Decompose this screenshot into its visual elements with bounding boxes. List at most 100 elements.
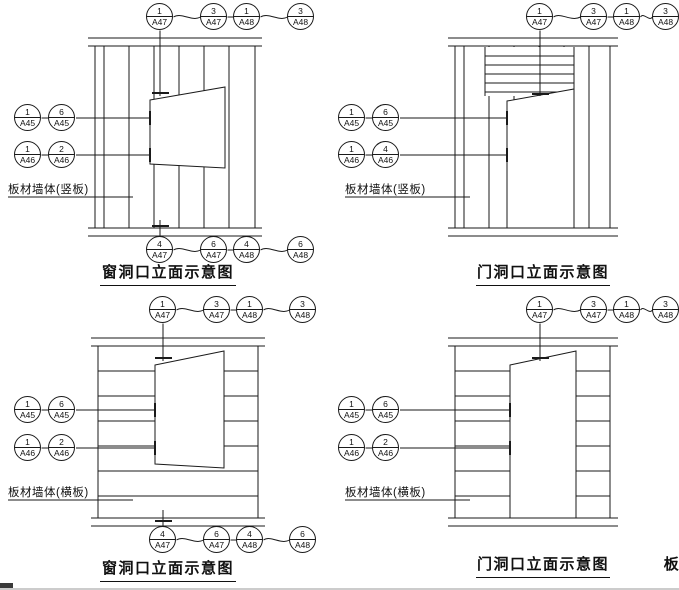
callout-detail-number: 1 [247, 298, 252, 309]
callout-detail-number: 6 [383, 398, 388, 409]
callout-sheet-number: A47 [147, 16, 172, 29]
callout-detail-number: 2 [59, 143, 64, 154]
callout-sheet-number: A47 [204, 539, 229, 552]
callout-detail-number: 6 [298, 238, 303, 249]
callout-sheet-number: A47 [150, 309, 175, 322]
callout-detail-number: 3 [211, 5, 216, 16]
callout-detail-number: 6 [383, 106, 388, 117]
callout-sheet-number: A47 [147, 249, 172, 262]
callout-sheet-number: A48 [237, 309, 262, 322]
callout-detail-number: 1 [25, 436, 30, 447]
callout-sheet-number: A45 [49, 409, 74, 422]
window-elevation-horizontal-panel-linework [8, 308, 290, 542]
callout-detail-number: 3 [214, 298, 219, 309]
callout-detail-number: 1 [349, 436, 354, 447]
diagram-title: 窗洞口立面示意图 [100, 261, 236, 286]
callout-sheet-number: A45 [373, 409, 398, 422]
callout-sheet-number: A48 [614, 16, 639, 29]
diagram-title: 窗洞口立面示意图 [100, 557, 236, 582]
callout-detail-number: 4 [247, 528, 252, 539]
callout-sheet-number: A47 [527, 309, 552, 322]
callout-detail-number: 1 [624, 5, 629, 16]
callout-detail-number: 6 [59, 106, 64, 117]
door-elevation-horizontal-panel-linework [345, 308, 653, 527]
callout-detail-number: 6 [300, 528, 305, 539]
callout-sheet-number: A45 [373, 117, 398, 130]
callout-sheet-number: A47 [201, 16, 226, 29]
callout-sheet-number: A45 [15, 409, 40, 422]
callout-detail-number: 3 [298, 5, 303, 16]
callout-detail-number: 4 [157, 238, 162, 249]
callout-detail-number: 1 [624, 298, 629, 309]
callout-detail-number: 1 [25, 143, 30, 154]
callout-detail-number: 6 [59, 398, 64, 409]
wall-type-label: 板材墙体(竖板) [345, 184, 426, 196]
diagram-title: 门洞口立面示意图 [476, 261, 610, 286]
door-elevation-vertical-panel-linework [345, 15, 653, 237]
callout-sheet-number: A47 [204, 309, 229, 322]
callout-detail-number: 4 [160, 528, 165, 539]
callout-sheet-number: A46 [339, 154, 364, 167]
callout-sheet-number: A46 [15, 447, 40, 460]
callout-sheet-number: A48 [234, 16, 259, 29]
callout-detail-number: 1 [160, 298, 165, 309]
callout-sheet-number: A48 [290, 539, 315, 552]
callout-sheet-number: A47 [150, 539, 175, 552]
callout-detail-number: 1 [25, 398, 30, 409]
callout-sheet-number: A46 [373, 447, 398, 460]
callout-detail-number: 1 [349, 106, 354, 117]
callout-sheet-number: A48 [653, 309, 678, 322]
callout-sheet-number: A48 [290, 309, 315, 322]
callout-sheet-number: A47 [527, 16, 552, 29]
callout-sheet-number: A46 [15, 154, 40, 167]
partial-title: 板 [663, 556, 679, 573]
callout-detail-number: 3 [663, 298, 668, 309]
callout-detail-number: 1 [349, 143, 354, 154]
callout-detail-number: 3 [663, 5, 668, 16]
diagram-title: 门洞口立面示意图 [476, 553, 610, 578]
callout-detail-number: 4 [383, 143, 388, 154]
wall-type-label: 板材墙体(横板) [345, 487, 426, 499]
callout-detail-number: 1 [537, 298, 542, 309]
window-elevation-vertical-panel-linework [8, 15, 288, 252]
callout-detail-number: 2 [383, 436, 388, 447]
scan-artifact [0, 583, 13, 590]
callout-detail-number: 4 [244, 238, 249, 249]
callout-sheet-number: A46 [49, 447, 74, 460]
callout-sheet-number: A48 [288, 249, 313, 262]
callout-sheet-number: A48 [653, 16, 678, 29]
callout-detail-number: 1 [537, 5, 542, 16]
